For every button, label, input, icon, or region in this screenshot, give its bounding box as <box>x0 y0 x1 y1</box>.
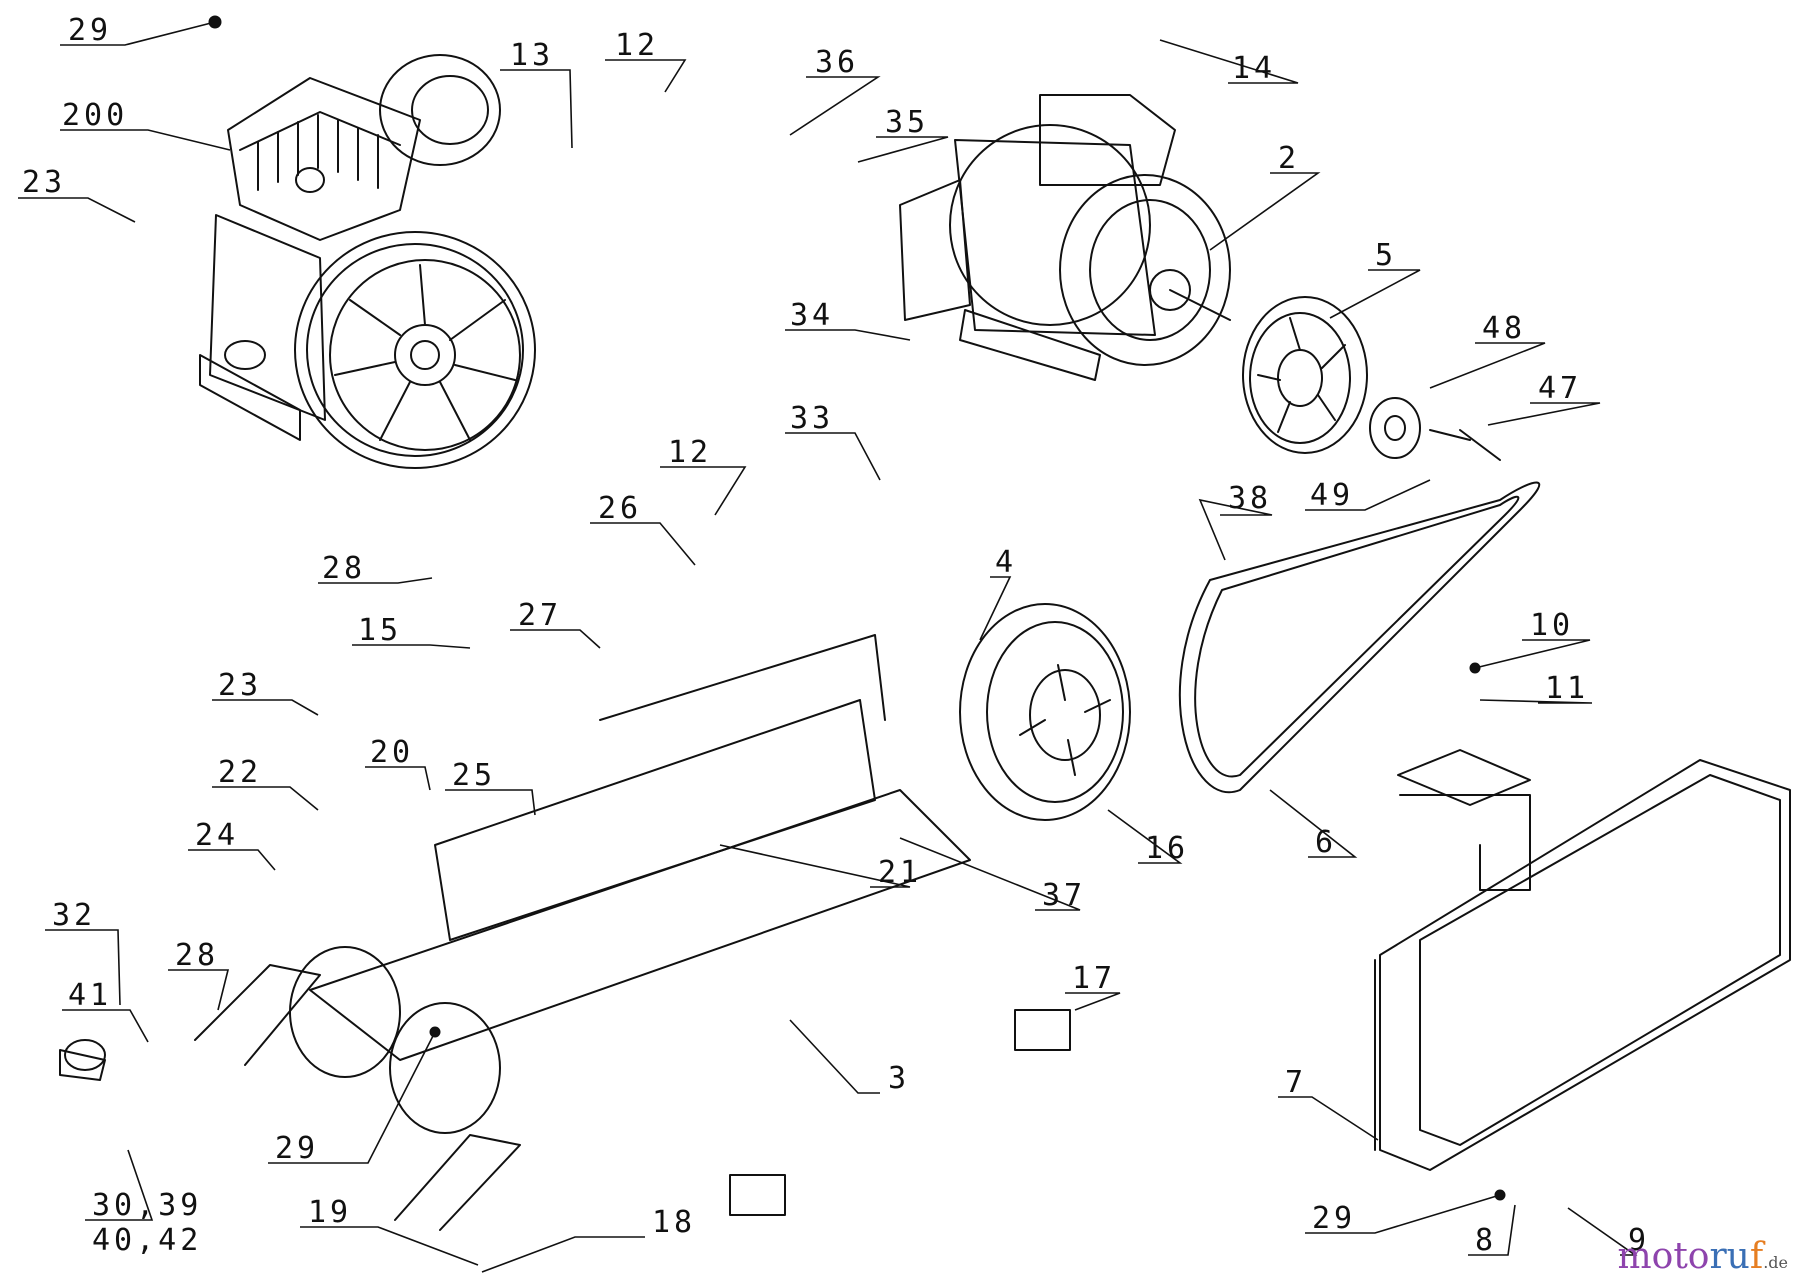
callout-4: 4 <box>995 545 1017 580</box>
leader-lines <box>18 21 1638 1273</box>
callout-11: 11 <box>1545 671 1589 706</box>
pump-flywheel <box>294 231 536 469</box>
callout-32: 32 <box>52 898 96 933</box>
callout-29-mid: 29 <box>275 1131 319 1166</box>
callout-28-mid: 28 <box>322 551 366 586</box>
callout-47: 47 <box>1538 371 1582 406</box>
callout-29-low: 29 <box>1312 1201 1356 1236</box>
electric-motor <box>899 94 1231 381</box>
foot-18 <box>729 1174 786 1216</box>
callout-24: 24 <box>195 818 239 853</box>
callout-12-top: 12 <box>615 28 659 63</box>
nut-29-icon <box>208 15 222 29</box>
callout-40-42: 40,42 <box>92 1223 202 1258</box>
callout-20: 20 <box>370 735 414 770</box>
callout-23-mid: 23 <box>218 668 262 703</box>
nut-29c-icon <box>1494 1189 1506 1201</box>
switch-knob <box>64 1039 106 1071</box>
callout-2: 2 <box>1278 141 1300 176</box>
callout-5: 5 <box>1375 238 1397 273</box>
callout-13: 13 <box>510 38 554 73</box>
callout-27: 27 <box>518 598 562 633</box>
callout-9: 9 <box>1628 1223 1650 1258</box>
v-belt-inner <box>1194 495 1520 778</box>
callout-12-mid: 12 <box>668 435 712 470</box>
callout-10: 10 <box>1530 608 1574 643</box>
v-belt <box>1179 481 1541 794</box>
bushing <box>1369 397 1501 461</box>
callout-18: 18 <box>652 1205 696 1240</box>
motor-pulley <box>1242 296 1368 454</box>
callout-30-39: 30,39 <box>92 1188 202 1223</box>
air-tank <box>289 634 971 1134</box>
callout-200: 200 <box>62 98 128 133</box>
watermark-logo: motoruf.de <box>1617 1236 1788 1277</box>
callout-49: 49 <box>1310 478 1354 513</box>
callout-48: 48 <box>1482 311 1526 346</box>
callout-22: 22 <box>218 755 262 790</box>
callout-36: 36 <box>815 45 859 80</box>
belt-guard <box>1374 759 1791 1171</box>
callout-15: 15 <box>358 613 402 648</box>
callout-3: 3 <box>888 1061 910 1096</box>
handle-bar-lower <box>394 1134 521 1231</box>
callout-25: 25 <box>452 758 496 793</box>
callout-29-top: 29 <box>68 13 112 48</box>
callout-41: 41 <box>68 978 112 1013</box>
callout-17: 17 <box>1072 961 1116 996</box>
nut-10-icon <box>1469 662 1481 674</box>
callout-6: 6 <box>1315 825 1337 860</box>
foot-17 <box>1014 1009 1071 1051</box>
callout-8: 8 <box>1475 1223 1497 1258</box>
pump-head <box>199 54 501 441</box>
callout-28-low: 28 <box>175 938 219 973</box>
callout-23-top: 23 <box>22 165 66 200</box>
callout-35: 35 <box>885 105 929 140</box>
callout-33: 33 <box>790 401 834 436</box>
callout-7: 7 <box>1285 1065 1307 1100</box>
callout-26: 26 <box>598 491 642 526</box>
nut-29b-icon <box>429 1026 441 1038</box>
callout-34: 34 <box>790 298 834 333</box>
wheel <box>959 603 1131 821</box>
pressure-switch <box>59 1049 106 1081</box>
callout-16: 16 <box>1145 831 1189 866</box>
handle-bar <box>194 964 321 1066</box>
callout-19: 19 <box>308 1195 352 1230</box>
bracket-11 <box>1397 749 1531 806</box>
callout-37: 37 <box>1042 878 1086 913</box>
